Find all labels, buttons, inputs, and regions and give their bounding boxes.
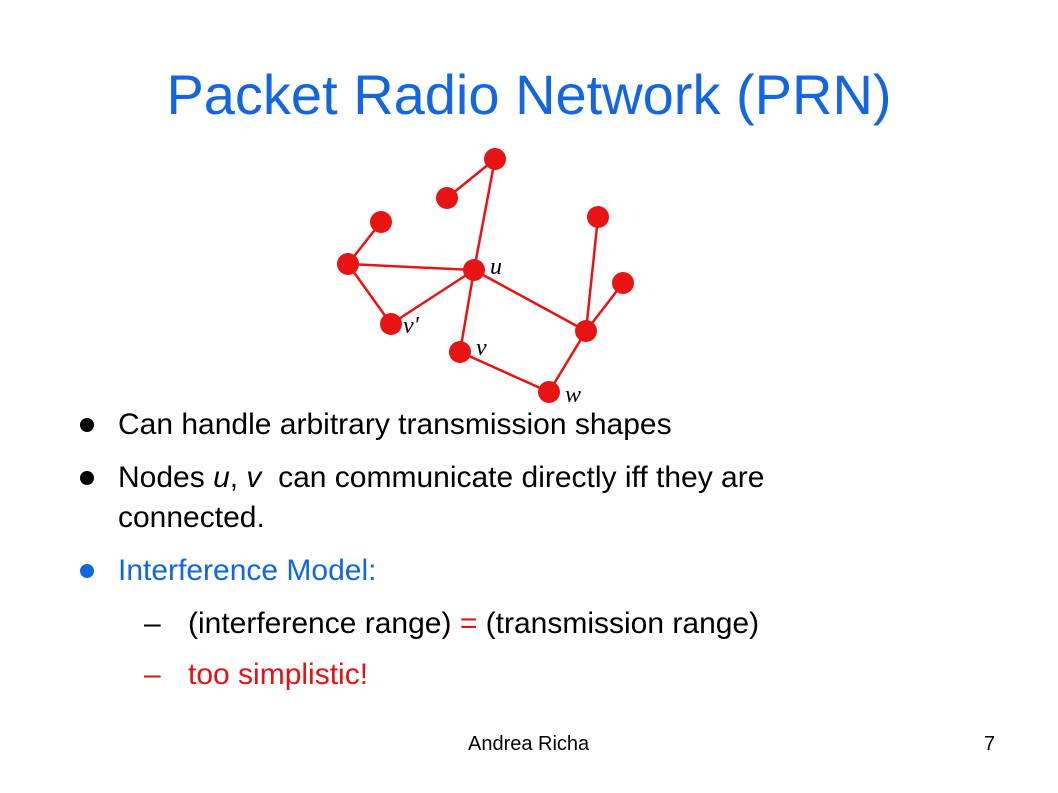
graph-node bbox=[337, 253, 359, 275]
bullet-item: Interference Model: bbox=[72, 551, 1032, 591]
graph-node-w bbox=[538, 381, 560, 403]
sub-bullet-text: too simplistic! bbox=[188, 658, 369, 691]
edge bbox=[346, 263, 393, 325]
edge bbox=[472, 158, 497, 271]
text-fragment: connected. bbox=[118, 501, 265, 534]
text-fragment: (interference range) bbox=[188, 607, 460, 640]
edge bbox=[458, 269, 476, 353]
network-graph: u v' v w bbox=[337, 148, 634, 408]
graph-node bbox=[484, 148, 506, 170]
edge bbox=[473, 268, 587, 333]
graph-node bbox=[612, 272, 634, 294]
node-label-u: u bbox=[490, 254, 502, 280]
text-fragment: Nodes bbox=[118, 461, 214, 494]
text-fragment: , bbox=[229, 461, 247, 494]
node-label-w: w bbox=[565, 382, 581, 408]
graph-node bbox=[370, 211, 392, 233]
bullet-list: Can handle arbitrary transmission shapes… bbox=[72, 405, 1032, 706]
edge bbox=[584, 216, 600, 332]
text-fragment-v: v bbox=[246, 461, 262, 494]
graph-node-v bbox=[449, 341, 471, 363]
edge bbox=[547, 330, 588, 393]
slide-title: Packet Radio Network (PRN) bbox=[166, 63, 892, 126]
equals-sign: = bbox=[459, 607, 478, 640]
dash-marker: – bbox=[144, 658, 161, 691]
graph-node-u bbox=[463, 259, 485, 281]
edge bbox=[390, 268, 475, 326]
node-label-v-prime: v' bbox=[403, 313, 420, 339]
graph-node bbox=[436, 187, 458, 209]
bullet-dot-icon bbox=[80, 471, 94, 485]
bullet-text: Can handle arbitrary transmission shapes bbox=[118, 408, 672, 441]
bullet-item: Can handle arbitrary transmission shapes bbox=[72, 405, 1032, 445]
text-fragment: can communicate directly iff they are bbox=[261, 461, 765, 494]
graph-node bbox=[575, 320, 597, 342]
edge bbox=[459, 350, 550, 394]
bullet-item: Nodes u, v can communicate directly iff … bbox=[72, 458, 1032, 538]
sub-bullet-item: – (interference range) = (transmission r… bbox=[72, 604, 1032, 644]
page-number: 7 bbox=[984, 733, 996, 755]
dash-marker: – bbox=[144, 607, 161, 640]
footer-author: Andrea Richa bbox=[468, 733, 590, 755]
graph-node-v-prime bbox=[380, 313, 402, 335]
node-label-v: v bbox=[476, 335, 487, 361]
edge bbox=[347, 262, 475, 272]
graph-node bbox=[587, 206, 609, 228]
sub-bullet-item: – too simplistic! bbox=[72, 655, 1032, 695]
bullet-text: Nodes u, v can communicate directly iff … bbox=[118, 461, 764, 534]
sub-bullet-text: (interference range) = (transmission ran… bbox=[188, 607, 759, 640]
bullet-dot-icon bbox=[80, 418, 94, 432]
bullet-text: Interference Model: bbox=[118, 554, 377, 587]
text-fragment-u: u bbox=[213, 461, 230, 494]
text-fragment: (transmission range) bbox=[477, 607, 760, 640]
bullet-dot-icon bbox=[80, 564, 94, 578]
